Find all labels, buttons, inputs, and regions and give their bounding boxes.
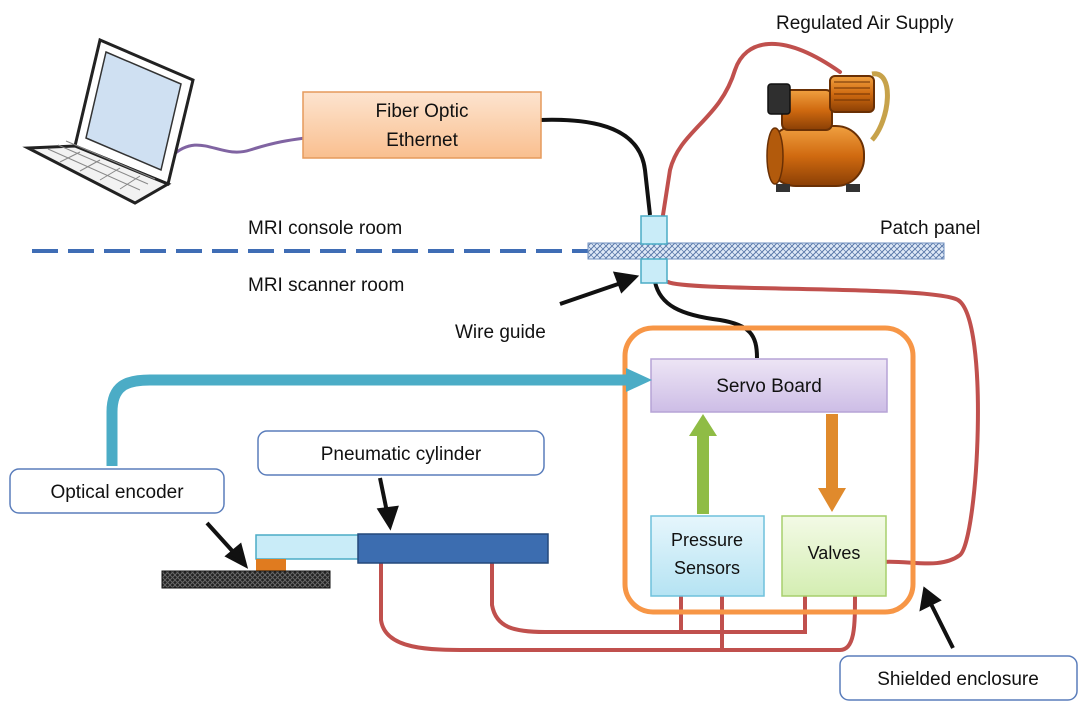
wire-guide-upper — [640, 215, 668, 245]
shielded-enclosure-callout: Shielded enclosure — [839, 655, 1078, 701]
optical-encoder-label: Optical encoder — [50, 482, 184, 503]
pressure-sensors-label-line1: Pressure — [671, 530, 743, 550]
mri-scanner-room-label: MRI scanner room — [248, 275, 404, 296]
encoder-scale — [161, 570, 331, 589]
fiber-optic-label-line1: Fiber Optic — [376, 101, 469, 122]
sensor-signal-arrow — [689, 414, 717, 514]
wire-guide-lower — [640, 258, 668, 284]
pneumatic-cylinder-label: Pneumatic cylinder — [321, 444, 482, 465]
patch-panel-label: Patch panel — [880, 218, 980, 239]
valves-box: Valves — [781, 515, 887, 597]
cylinder-rod — [255, 534, 361, 560]
ethernet-cable-lower — [653, 281, 759, 359]
pressure-sensors-label-line2: Sensors — [674, 558, 740, 578]
cylinder-body — [357, 533, 549, 564]
fiber-optic-ethernet-box: Fiber Optic Ethernet — [302, 91, 542, 159]
servo-board-box: Servo Board — [650, 358, 888, 413]
callout-arrows — [205, 271, 955, 649]
pneumatic-cylinder-assembly — [161, 533, 549, 589]
valves-label: Valves — [808, 543, 861, 563]
air-compressor-icon — [766, 71, 890, 192]
regulated-air-supply-label: Regulated Air Supply — [776, 13, 954, 34]
laptop-icon — [22, 37, 195, 205]
wire-guide-label: Wire guide — [455, 322, 546, 343]
pneumatic-cylinder-callout: Pneumatic cylinder — [257, 430, 545, 476]
encoder-signal-arrow — [106, 368, 652, 466]
air-supply-line — [661, 42, 842, 217]
valve-tap — [688, 594, 807, 634]
laptop-cable — [170, 136, 306, 158]
valve-command-arrow — [818, 414, 846, 512]
encoder-readhead — [256, 559, 286, 572]
pneumatic-lines — [379, 42, 980, 652]
shielded-enclosure-boundary — [622, 325, 916, 615]
cylinder-port-b-line — [490, 561, 692, 634]
shielded-enclosure-label: Shielded enclosure — [877, 669, 1039, 690]
mri-console-room-label: MRI console room — [248, 218, 402, 239]
servo-board-label: Servo Board — [716, 376, 822, 397]
optical-encoder-callout: Optical encoder — [9, 468, 225, 514]
pressure-sensors-box: Pressure Sensors — [650, 515, 765, 597]
patch-panel — [587, 242, 945, 260]
fiber-optic-label-line2: Ethernet — [386, 130, 459, 151]
ethernet-cable-upper — [539, 117, 652, 216]
cylinder-port-a-line — [379, 561, 857, 652]
valve-supply-line — [666, 280, 980, 566]
